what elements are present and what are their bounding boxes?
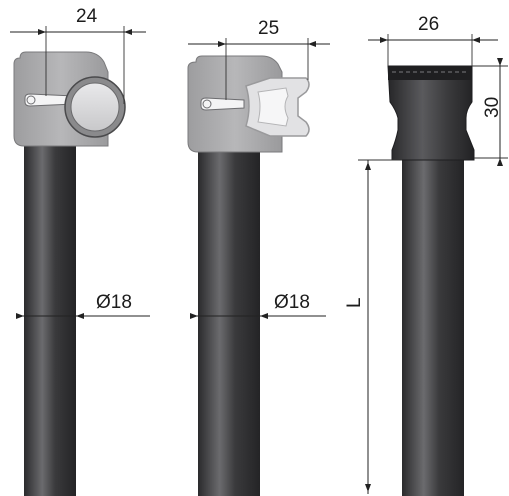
clamp-part-26 [387, 65, 475, 496]
dimension-label-length: L [344, 297, 365, 308]
rod-middle [198, 152, 260, 496]
slot-hole-middle [202, 99, 212, 109]
diameter-left: Ø18 [16, 292, 150, 319]
clamp-part-25 [187, 55, 310, 496]
dimension-26: 26 [368, 14, 498, 66]
slot-hole-left [26, 95, 36, 105]
ring-clip-inner-left [70, 82, 120, 132]
dimension-label-24: 24 [76, 6, 98, 27]
diameter-label-middle: Ø18 [274, 292, 310, 313]
dimension-label-30: 30 [482, 97, 503, 118]
diameter-middle: Ø18 [190, 292, 326, 319]
cap-right [387, 65, 475, 161]
dimension-length: L [344, 159, 402, 494]
open-clip-inner [257, 87, 289, 127]
cap-top-band [388, 66, 472, 80]
slot-middle [200, 97, 245, 111]
dimension-label-25: 25 [258, 18, 279, 39]
dimension-30: 30 [472, 58, 508, 166]
clamp-part-24 [13, 51, 126, 496]
rod-left [24, 140, 76, 496]
dimension-24: 24 [10, 6, 146, 104]
dimension-25: 25 [188, 18, 330, 100]
rod-right [402, 160, 464, 496]
dimension-label-26: 26 [418, 14, 439, 35]
diameter-label-left: Ø18 [96, 292, 132, 313]
